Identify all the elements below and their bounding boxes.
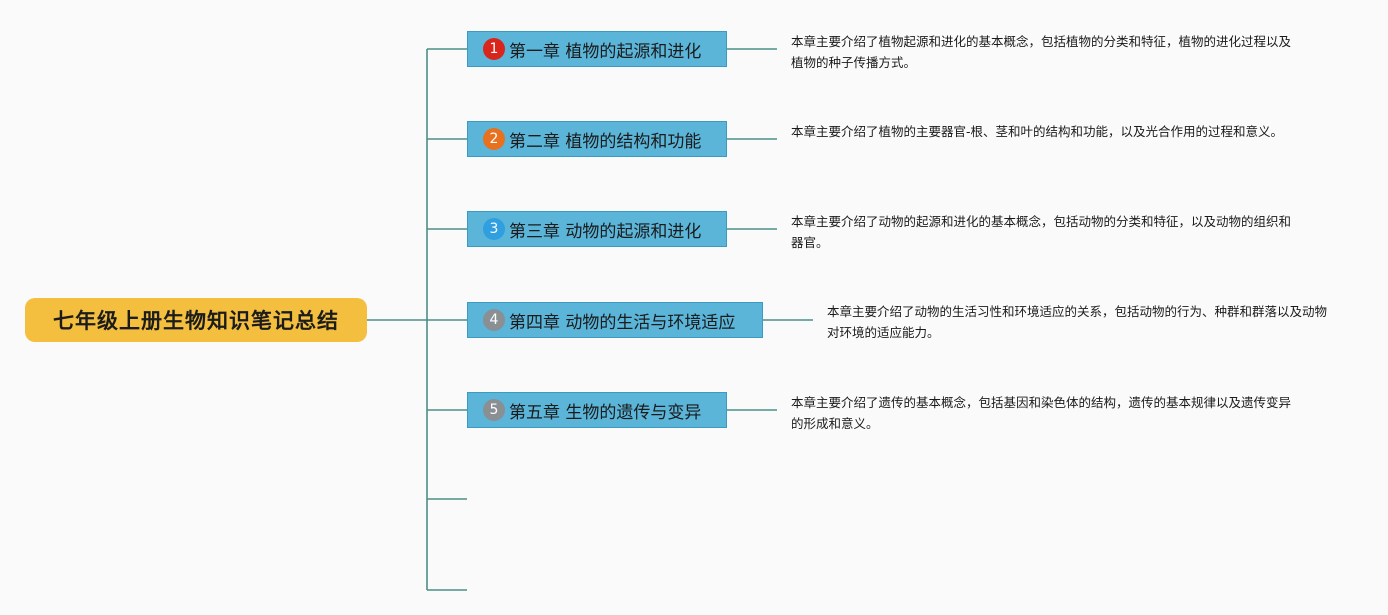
chapter-description-1: 本章主要介绍了植物起源和进化的基本概念，包括植物的分类和特征，植物的进化过程以及…	[791, 34, 1292, 70]
root-label: 七年级上册生物知识笔记总结	[53, 309, 339, 333]
chapter-topic-4[interactable]: 4 第四章 动物的生活与环境适应	[467, 302, 763, 338]
chapter-description-4: 本章主要介绍了动物的生活习性和环境适应的关系，包括动物的行为、种群和群落以及动物…	[827, 304, 1328, 340]
chapter-topic-3[interactable]: 3 第三章 动物的起源和进化	[467, 211, 727, 247]
root-topic[interactable]: 七年级上册生物知识笔记总结	[25, 298, 367, 342]
chapter-description-2: 本章主要介绍了植物的主要器官-根、茎和叶的结构和功能，以及光合作用的过程和意义。	[791, 124, 1284, 139]
chapter-title: 第二章 植物的结构和功能	[509, 131, 702, 152]
number-badge-icon: 4	[483, 309, 505, 331]
chapter-topic-2[interactable]: 2 第二章 植物的结构和功能	[467, 121, 727, 157]
chapter-topic-1[interactable]: 1 第一章 植物的起源和进化	[467, 31, 727, 67]
number-badge-icon: 2	[483, 128, 505, 150]
chapter-title: 第五章 生物的遗传与变异	[509, 402, 702, 423]
chapter-title: 第四章 动物的生活与环境适应	[509, 312, 736, 333]
number-badge-icon: 3	[483, 218, 505, 240]
number-badge-icon: 5	[483, 399, 505, 421]
chapter-topic-5[interactable]: 5 第五章 生物的遗传与变异	[467, 392, 727, 428]
chapter-title: 第一章 植物的起源和进化	[509, 41, 702, 62]
chapter-description-5: 本章主要介绍了遗传的基本概念，包括基因和染色体的结构，遗传的基本规律以及遗传变异…	[791, 395, 1292, 431]
chapter-title: 第三章 动物的起源和进化	[509, 221, 702, 242]
chapter-description-3: 本章主要介绍了动物的起源和进化的基本概念，包括动物的分类和特征，以及动物的组织和…	[791, 214, 1292, 250]
number-badge-icon: 1	[483, 38, 505, 60]
